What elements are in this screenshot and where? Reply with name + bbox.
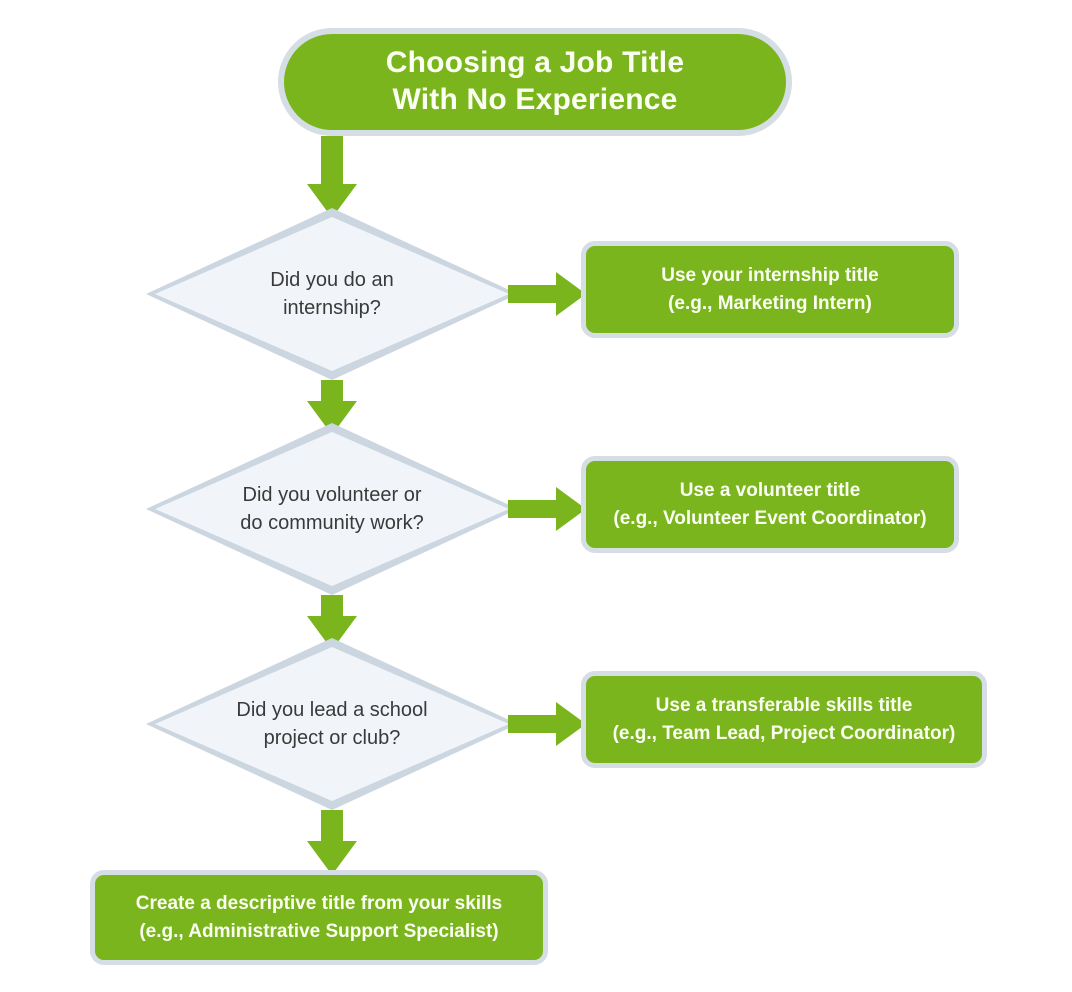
outcome-line1: Use a transferable skills title — [655, 694, 913, 716]
final-line2: (e.g., Administrative Support Specialist… — [139, 920, 499, 942]
outcome-label: Use a volunteer title (e.g., Volunteer E… — [613, 477, 926, 532]
arrow-volunteer-to-school-project — [307, 595, 357, 650]
arrow-stem — [508, 285, 564, 303]
decision-line1: Did you volunteer or — [242, 483, 422, 506]
flowchart-title: Choosing a Job Title With No Experience — [278, 28, 792, 136]
arrow-stem — [321, 595, 343, 621]
decision-line2: internship? — [283, 297, 381, 319]
arrow-stem — [321, 380, 343, 406]
arrow-title-to-internship — [307, 136, 357, 218]
outcome-label: Use a transferable skills title (e.g., T… — [613, 692, 956, 747]
outcome-line1: Use your internship title — [661, 264, 879, 286]
arrow-stem — [321, 810, 343, 846]
outcome-line1: Use a volunteer title — [679, 479, 861, 501]
arrow-volunteer-to-outcome — [508, 487, 586, 531]
arrow-school-project-to-outcome — [508, 702, 586, 746]
arrow-stem — [321, 136, 343, 188]
flowchart-title-line2: With No Experience — [392, 83, 678, 116]
arrow-internship-to-outcome — [508, 272, 586, 316]
outcome-use-a-transferable-skills-title[interactable]: Use a transferable skills title (e.g., T… — [581, 671, 987, 768]
decision-line2: project or club? — [263, 727, 401, 749]
flowchart-title-text: Choosing a Job Title With No Experience — [362, 45, 708, 118]
decision-line1: Did you lead a school — [236, 698, 428, 721]
arrow-stem — [508, 500, 564, 518]
arrow-school-project-to-final — [307, 810, 357, 876]
outcome-line2: (e.g., Marketing Intern) — [668, 292, 872, 314]
flowchart-title-line1: Choosing a Job Title — [385, 46, 685, 80]
decision-label: Did you lead a school project or club? — [146, 638, 518, 810]
decision-label: Did you volunteer or do community work? — [146, 423, 518, 595]
decision-did-you-lead-a-school-project[interactable]: Did you lead a school project or club? — [146, 638, 518, 810]
decision-label: Did you do an internship? — [146, 208, 518, 380]
decision-line1: Did you do an — [270, 268, 394, 291]
outcome-use-your-internship-title[interactable]: Use your internship title (e.g., Marketi… — [581, 241, 959, 338]
decision-did-you-do-an-internship[interactable]: Did you do an internship? — [146, 208, 518, 380]
final-line1: Create a descriptive title from your ski… — [135, 892, 503, 914]
arrow-stem — [508, 715, 564, 733]
decision-did-you-volunteer[interactable]: Did you volunteer or do community work? — [146, 423, 518, 595]
final-create-a-descriptive-title[interactable]: Create a descriptive title from your ski… — [90, 870, 548, 965]
final-label: Create a descriptive title from your ski… — [136, 890, 502, 945]
outcome-line2: (e.g., Volunteer Event Coordinator) — [613, 507, 927, 529]
outcome-use-a-volunteer-title[interactable]: Use a volunteer title (e.g., Volunteer E… — [581, 456, 959, 553]
decision-line2: do community work? — [240, 512, 424, 534]
outcome-label: Use your internship title (e.g., Marketi… — [661, 262, 878, 317]
outcome-line2: (e.g., Team Lead, Project Coordinator) — [612, 722, 956, 744]
